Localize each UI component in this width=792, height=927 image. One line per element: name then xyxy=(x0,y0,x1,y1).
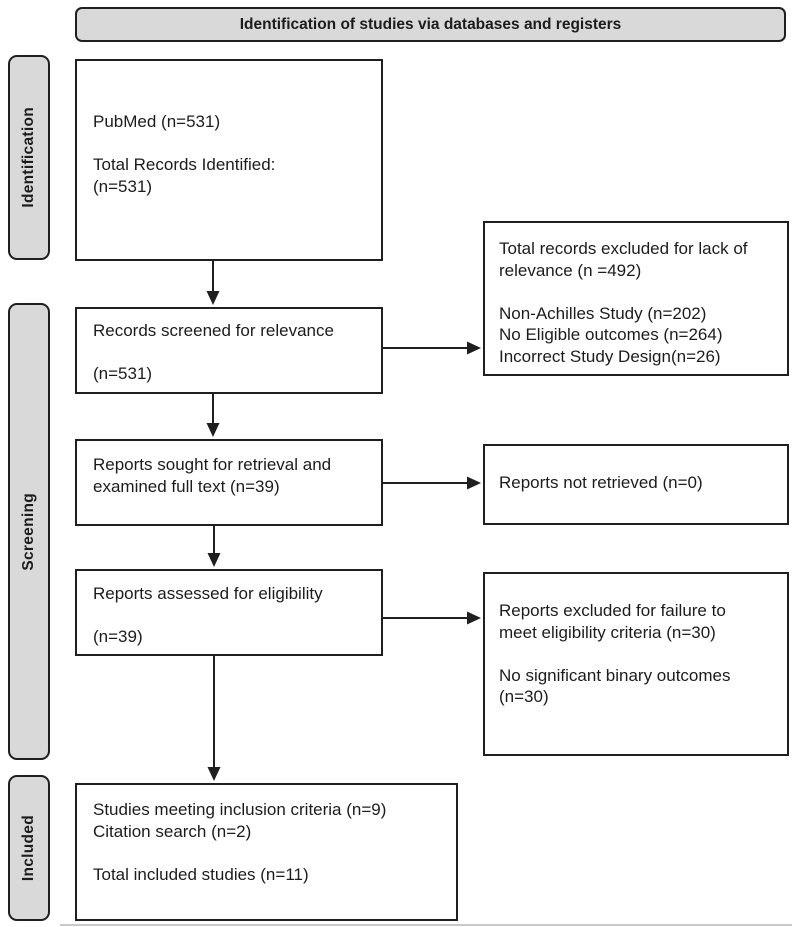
box-excluded-relevance-text: Total records excluded for lack of relev… xyxy=(499,239,748,366)
phase-band-included: Included xyxy=(8,775,50,921)
phase-band-identification: Identification xyxy=(8,55,50,260)
box-studies-included: Studies meeting inclusion criteria (n=9)… xyxy=(75,783,458,921)
box-records-identified-text: PubMed (n=531) Total Records Identified:… xyxy=(93,112,276,196)
box-records-screened: Records screened for relevance (n=531) xyxy=(75,307,383,394)
box-reports-not-retrieved-text: Reports not retrieved (n=0) xyxy=(499,473,703,492)
box-records-identified: PubMed (n=531) Total Records Identified:… xyxy=(75,59,383,261)
box-studies-included-text: Studies meeting inclusion criteria (n=9)… xyxy=(93,800,387,884)
diagram-title: Identification of studies via databases … xyxy=(239,15,622,33)
diagram-header-banner: Identification of studies via databases … xyxy=(75,7,786,42)
phase-label-included: Included xyxy=(20,814,37,882)
phase-label-screening: Screening xyxy=(20,492,37,571)
box-records-screened-text: Records screened for relevance (n=531) xyxy=(93,321,334,383)
box-reports-sought: Reports sought for retrieval and examine… xyxy=(75,439,383,526)
box-reports-sought-text: Reports sought for retrieval and examine… xyxy=(93,455,332,496)
phase-band-screening: Screening xyxy=(8,303,50,760)
box-reports-not-retrieved: Reports not retrieved (n=0) xyxy=(483,444,789,525)
figure-bottom-rule xyxy=(60,924,792,926)
phase-label-identification: Identification xyxy=(20,107,37,208)
box-reports-assessed: Reports assessed for eligibility (n=39) xyxy=(75,569,383,656)
box-excluded-eligibility-text: Reports excluded for failure to meet eli… xyxy=(499,601,731,706)
box-reports-assessed-text: Reports assessed for eligibility (n=39) xyxy=(93,584,323,646)
box-excluded-relevance: Total records excluded for lack of relev… xyxy=(483,221,789,376)
box-excluded-eligibility: Reports excluded for failure to meet eli… xyxy=(483,572,789,756)
